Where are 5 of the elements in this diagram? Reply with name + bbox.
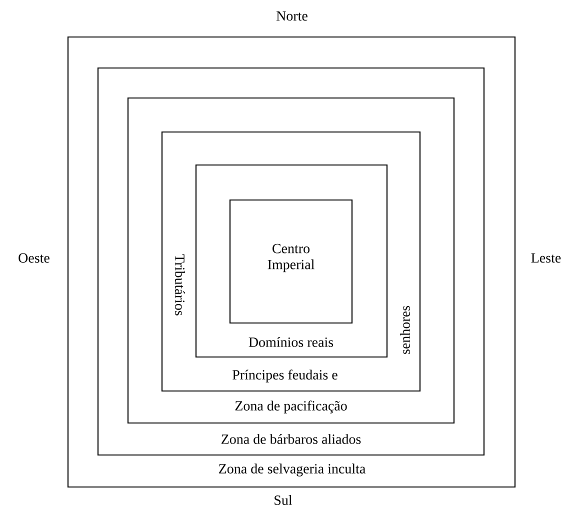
direction-label: Oeste (18, 253, 50, 263)
direction-label: Sul (274, 495, 292, 505)
zone-box: Centro Imperial (229, 199, 353, 324)
direction-label: Leste (531, 253, 561, 263)
direction-label: Norte (276, 11, 308, 21)
